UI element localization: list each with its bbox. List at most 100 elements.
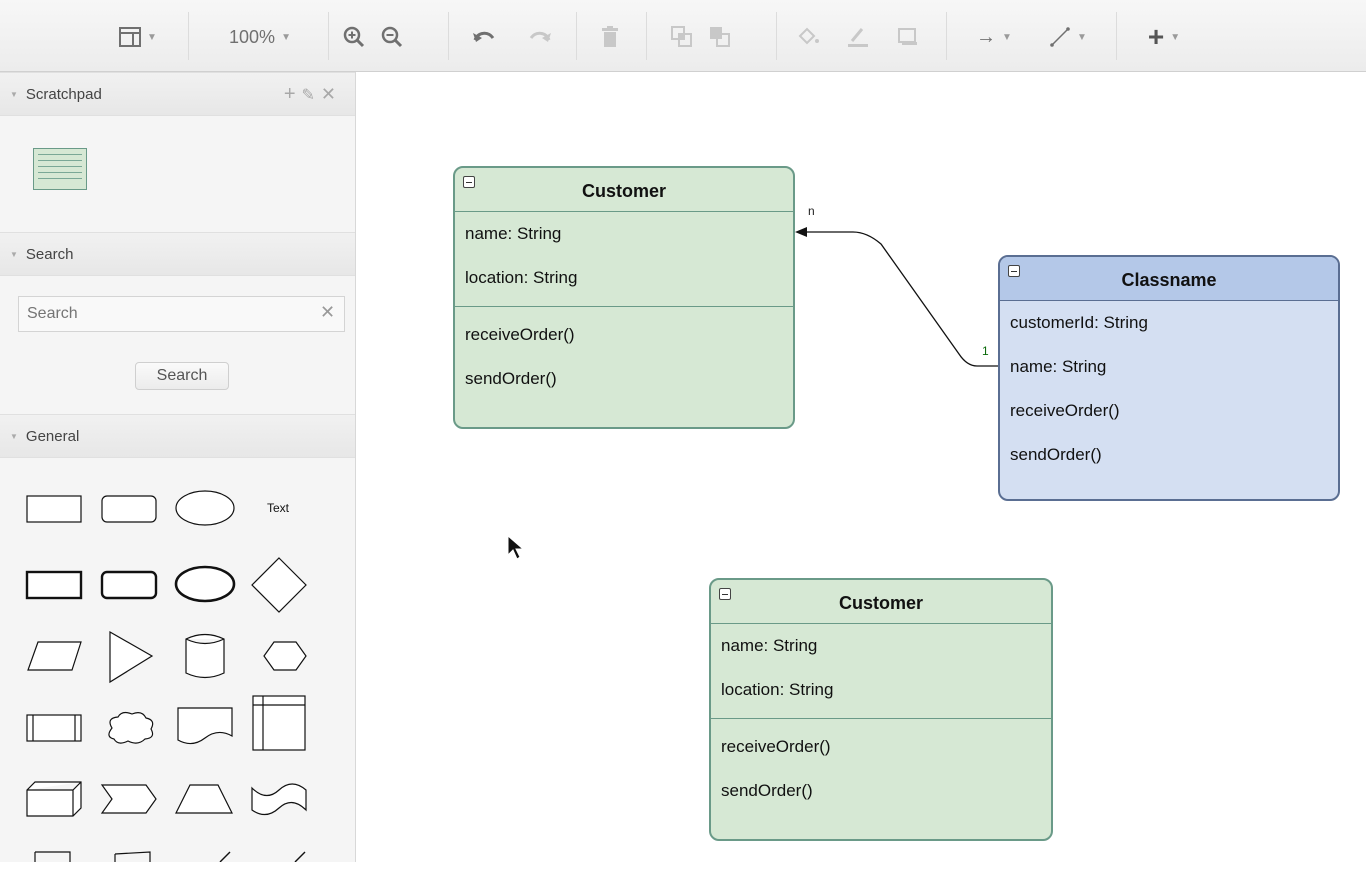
redo-icon <box>529 31 551 42</box>
method-row[interactable]: sendOrder() <box>721 781 813 800</box>
line-color-icon <box>848 28 868 47</box>
scratchpad-tools: +✎✕ <box>284 83 342 106</box>
association-edge[interactable] <box>807 231 998 367</box>
to-front-button[interactable] <box>662 20 702 54</box>
fill-color-button[interactable] <box>788 20 828 54</box>
to-back-button[interactable] <box>700 20 740 54</box>
shadow-icon <box>898 28 917 45</box>
process-shape[interactable] <box>26 714 82 742</box>
plus-icon: + <box>1147 21 1165 52</box>
line-color-button[interactable] <box>838 20 878 54</box>
attribute-row[interactable]: sendOrder() <box>1010 445 1102 464</box>
cube-shape[interactable] <box>26 781 82 817</box>
waypoints-icon <box>1050 27 1070 47</box>
format-panel-button[interactable]: ▼ <box>110 20 166 54</box>
attribute-row[interactable]: name: String <box>1010 357 1107 376</box>
rounded-rectangle-shape[interactable] <box>101 495 157 523</box>
to-back-icon <box>710 27 730 47</box>
collapse-icon[interactable] <box>463 176 475 188</box>
toolbar: ▼ 100% ▼ → ▼ ▼ <box>0 0 1366 72</box>
attribute-row[interactable]: receiveOrder() <box>1010 401 1120 420</box>
text-shape[interactable]: Text <box>267 501 290 515</box>
class-title: Customer <box>581 181 666 201</box>
fill-color-icon <box>798 27 819 45</box>
zoom-in-button[interactable] <box>334 20 374 54</box>
collapse-icon[interactable] <box>1008 265 1020 277</box>
toolbar-divider <box>328 12 329 60</box>
document-shape[interactable] <box>177 707 233 745</box>
trapezoid-shape[interactable] <box>175 784 233 814</box>
tape-shape[interactable] <box>251 783 307 816</box>
redo-button[interactable] <box>520 20 560 54</box>
clear-search-icon[interactable]: ✕ <box>320 302 336 322</box>
collapse-triangle-icon: ▼ <box>10 89 18 99</box>
waypoints-dropdown[interactable]: ▼ <box>1038 20 1098 54</box>
class-header[interactable]: Classname <box>1000 257 1338 301</box>
attribute-row[interactable]: location: String <box>465 268 578 287</box>
undo-icon <box>473 31 495 42</box>
insert-dropdown[interactable]: + ▼ <box>1134 20 1194 54</box>
card-shape[interactable] <box>34 851 71 862</box>
bold-rounded-rectangle-shape[interactable] <box>100 570 158 600</box>
attribute-row[interactable]: name: String <box>465 224 562 243</box>
double-ellipse-shape[interactable] <box>174 565 236 603</box>
toolbar-divider <box>646 12 647 60</box>
diamond-shape[interactable] <box>251 557 307 613</box>
rectangle-shape[interactable] <box>26 495 82 523</box>
scratchpad-item[interactable] <box>33 148 87 190</box>
attribute-row[interactable]: name: String <box>721 636 818 655</box>
delete-button[interactable] <box>590 20 630 54</box>
connector-layer <box>795 227 998 367</box>
attribute-row[interactable]: location: String <box>721 680 834 699</box>
collapse-triangle-icon: ▼ <box>10 249 18 259</box>
method-row[interactable]: receiveOrder() <box>721 737 831 756</box>
class-divider <box>711 718 1051 719</box>
zoom-out-button[interactable] <box>372 20 412 54</box>
method-row[interactable]: receiveOrder() <box>465 325 575 344</box>
manual-input-shape[interactable] <box>114 851 151 862</box>
scratchpad-header[interactable]: ▼ Scratchpad +✎✕ <box>0 72 355 116</box>
chevron-down-icon: ▼ <box>281 31 291 43</box>
method-row[interactable]: sendOrder() <box>465 369 557 388</box>
zoom-out-icon <box>381 26 403 48</box>
chevron-down-icon: ▼ <box>147 31 157 43</box>
scratchpad-title: Scratchpad <box>25 85 102 103</box>
parallelogram-shape[interactable] <box>27 641 82 671</box>
search-button[interactable]: Search <box>135 362 229 390</box>
toolbar-divider <box>776 12 777 60</box>
uml-class-customer[interactable]: Customer name: String location: String r… <box>453 166 795 429</box>
hexagon-shape[interactable] <box>263 641 307 671</box>
triangle-shape[interactable] <box>109 630 154 684</box>
close-icon[interactable]: ✕ <box>320 84 342 104</box>
connection-dropdown[interactable]: → ▼ <box>964 20 1024 54</box>
class-divider <box>455 306 793 307</box>
uml-class-classname[interactable]: Classname customerId: String name: Strin… <box>998 255 1340 501</box>
cloud-shape[interactable] <box>108 711 154 744</box>
arrow-line-shape[interactable] <box>294 851 306 862</box>
delete-icon <box>602 26 618 47</box>
uml-class-customer[interactable]: Customer name: String location: String r… <box>709 578 1053 841</box>
class-header[interactable]: Customer <box>455 168 793 212</box>
search-input[interactable] <box>18 296 345 332</box>
ellipse-shape[interactable] <box>175 490 235 526</box>
edit-pencil-icon[interactable]: ✎ <box>301 87 321 104</box>
attribute-row[interactable]: customerId: String <box>1010 313 1148 332</box>
general-header[interactable]: ▼ General <box>0 414 355 458</box>
step-shape[interactable] <box>100 784 157 814</box>
bold-rectangle-shape[interactable] <box>25 570 83 600</box>
undo-button[interactable] <box>464 20 504 54</box>
cylinder-shape[interactable] <box>185 633 225 679</box>
search-header[interactable]: ▼ Search <box>0 232 355 276</box>
zoom-value: 100% <box>229 26 276 47</box>
internal-storage-shape[interactable] <box>252 695 306 751</box>
class-header[interactable]: Customer <box>711 580 1051 624</box>
zoom-dropdown[interactable]: 100% ▼ <box>210 20 310 54</box>
diagram-canvas[interactable]: n 1 Customer name: String location: Stri… <box>357 72 1366 862</box>
class-title: Customer <box>838 593 923 613</box>
search-section-title: Search <box>25 245 74 263</box>
class-title: Classname <box>1121 270 1217 290</box>
shadow-button[interactable] <box>888 20 928 54</box>
collapse-icon[interactable] <box>719 588 731 600</box>
directional-line-shape[interactable] <box>219 851 231 862</box>
add-icon[interactable]: + <box>283 83 302 105</box>
